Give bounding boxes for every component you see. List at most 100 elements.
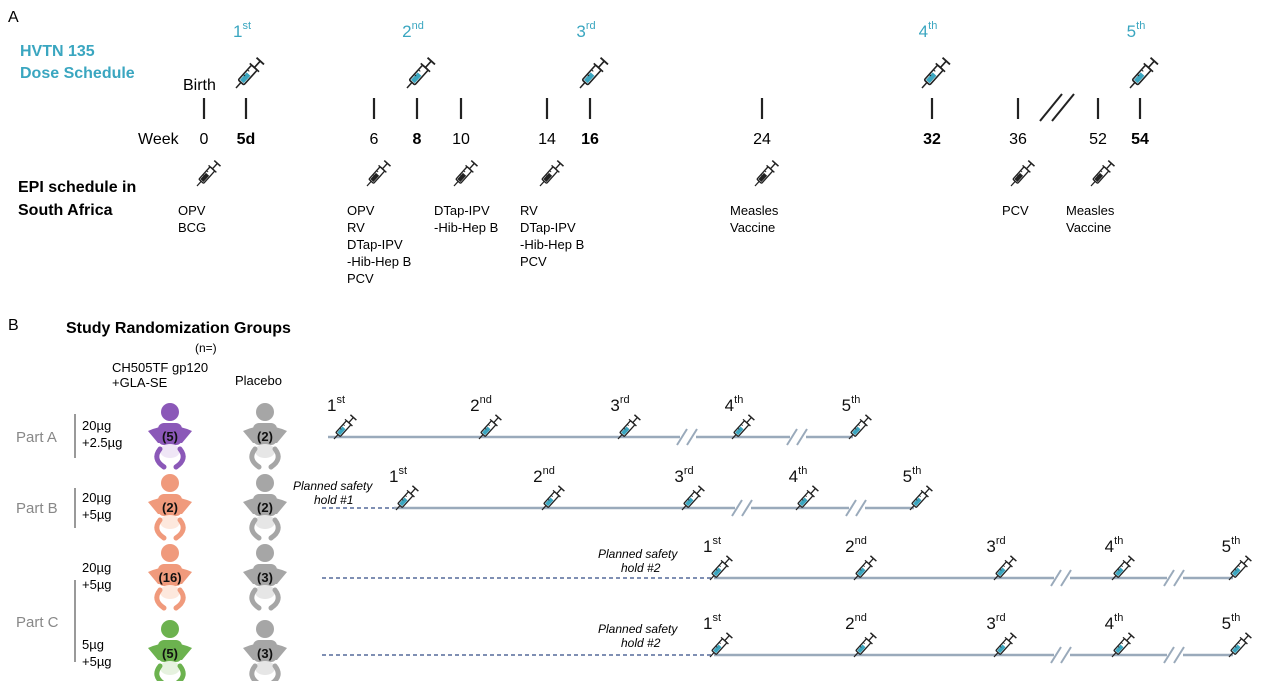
safety-hold-2a-line-2: hold #2 — [621, 561, 661, 575]
dose-2-syringe-icon — [401, 55, 437, 94]
dose-4-syringe-icon — [916, 55, 952, 94]
track-break-icon — [1163, 646, 1185, 664]
epi-vaccine-text: OPV — [178, 203, 206, 218]
track-dose-label: 3rd — [610, 394, 629, 415]
safety-hold-2b-line-2: hold #2 — [621, 636, 661, 650]
placebo-infant-icon: (2) — [243, 474, 287, 541]
epi-syringe-icon — [192, 159, 223, 191]
epi-title-line-1: EPI schedule in — [18, 179, 136, 196]
epi-syringe-icon — [1086, 159, 1117, 191]
vaccine-infant-icon: (5) — [148, 620, 192, 681]
epi-syringe-icon — [535, 159, 566, 191]
vaccine-infant-icon-count: (5) — [162, 429, 178, 444]
dose-3-label: 3rd — [576, 20, 595, 41]
placebo-infant-icon: (3) — [243, 620, 287, 681]
track-break-icon — [786, 428, 808, 446]
week-5d-label: 5d — [237, 131, 256, 148]
group-dose-line-1: 5µg — [82, 637, 104, 652]
track-break-icon — [731, 499, 753, 517]
track-dose-label: 2nd — [470, 394, 492, 415]
epi-vaccine-text: Vaccine — [1066, 220, 1111, 235]
birth-label: Birth — [183, 77, 216, 94]
safety-hold-1-line-1: Planned safety — [293, 479, 373, 493]
track-break-icon — [1050, 569, 1072, 587]
panel-a-label: A — [8, 9, 19, 26]
week-52-label: 52 — [1089, 131, 1107, 148]
track-break-icon — [676, 428, 698, 446]
placebo-infant-icon-count: (3) — [257, 570, 273, 585]
epi-vaccine-text: -Hib-Hep B — [520, 237, 584, 252]
group-dose-line-1: 20µg — [82, 418, 111, 433]
dose-2-label: 2nd — [402, 20, 424, 41]
group-dose-line-1: 20µg — [82, 490, 111, 505]
dose-5-syringe-icon — [1124, 55, 1160, 94]
placebo-header: Placebo — [235, 373, 282, 388]
track-dose-label: 2nd — [845, 612, 867, 633]
week-14-label: 14 — [538, 131, 556, 148]
track-break-icon — [1163, 569, 1185, 587]
epi-vaccine-text: -Hib-Hep B — [347, 254, 411, 269]
part-a-label: Part A — [16, 429, 57, 446]
track-dose-label: 3rd — [674, 465, 693, 486]
week-10-label: 10 — [452, 131, 470, 148]
vaccine-infant-icon-count: (5) — [162, 646, 178, 661]
placebo-infant-icon-count: (3) — [257, 646, 273, 661]
epi-title-line-2: South Africa — [18, 202, 113, 219]
track-dose-label: 2nd — [533, 465, 555, 486]
epi-vaccine-text: PCV — [1002, 203, 1029, 218]
safety-hold-1-line-2: hold #1 — [314, 493, 353, 507]
epi-vaccine-text: RV — [520, 203, 538, 218]
track-dose-label: 5th — [1222, 612, 1241, 633]
track-dose-label: 4th — [789, 465, 808, 486]
placebo-infant-icon: (2) — [243, 403, 287, 470]
vaccine-infant-icon-count: (16) — [158, 570, 181, 585]
vaccine-infant-icon: (5) — [148, 403, 192, 470]
vaccine-header-line-2: +GLA-SE — [112, 375, 168, 390]
hvtn-title-line-1: HVTN 135 — [20, 43, 95, 60]
epi-vaccine-text: Vaccine — [730, 220, 775, 235]
dose-1-label: 1st — [233, 20, 251, 41]
hvtn-title-line-2: Dose Schedule — [20, 65, 135, 82]
group-dose-line-2: +5µg — [82, 577, 112, 592]
track-dose-label: 1st — [703, 535, 721, 556]
track-dose-label: 4th — [1105, 535, 1124, 556]
track-dose-label: 1st — [703, 612, 721, 633]
epi-syringe-icon — [362, 159, 393, 191]
track-dose-syringe-icon — [1224, 631, 1253, 662]
epi-syringe-icon — [1006, 159, 1037, 191]
epi-vaccine-text: PCV — [347, 271, 374, 286]
track-dose-label: 5th — [903, 465, 922, 486]
axis-break-icon — [1039, 93, 1075, 122]
track-dose-label: 4th — [725, 394, 744, 415]
track-dose-label: 4th — [1105, 612, 1124, 633]
safety-hold-2b-line-1: Planned safety — [598, 622, 678, 636]
track-break-icon — [1050, 646, 1072, 664]
group-dose-line-2: +5µg — [82, 654, 112, 669]
track-dose-label: 3rd — [986, 612, 1005, 633]
epi-vaccine-text: Measles — [1066, 203, 1115, 218]
dose-4-label: 4th — [919, 20, 938, 41]
part-c-label: Part C — [16, 614, 59, 631]
vaccine-infant-icon-count: (2) — [162, 500, 178, 515]
group-dose-line-1: 20µg — [82, 560, 111, 575]
epi-syringe-icon — [750, 159, 781, 191]
vaccine-infant-icon: (16) — [148, 544, 192, 611]
week-24-label: 24 — [753, 131, 771, 148]
week-16-label: 16 — [581, 131, 599, 148]
week-0-label: 0 — [200, 131, 209, 148]
epi-vaccine-text: RV — [347, 220, 365, 235]
epi-vaccine-text: DTap-IPV — [520, 220, 576, 235]
placebo-infant-icon-count: (2) — [257, 429, 273, 444]
track-dose-label: 5th — [842, 394, 861, 415]
group-dose-line-2: +5µg — [82, 507, 112, 522]
track-dose-label: 2nd — [845, 535, 867, 556]
track-dose-syringe-icon — [844, 413, 873, 444]
epi-vaccine-text: DTap-IPV — [434, 203, 490, 218]
week-8-label: 8 — [413, 131, 422, 148]
vaccine-infant-icon: (2) — [148, 474, 192, 541]
safety-hold-2a-line-1: Planned safety — [598, 547, 678, 561]
vaccine-header-line-1: CH505TF gp120 — [112, 360, 208, 375]
